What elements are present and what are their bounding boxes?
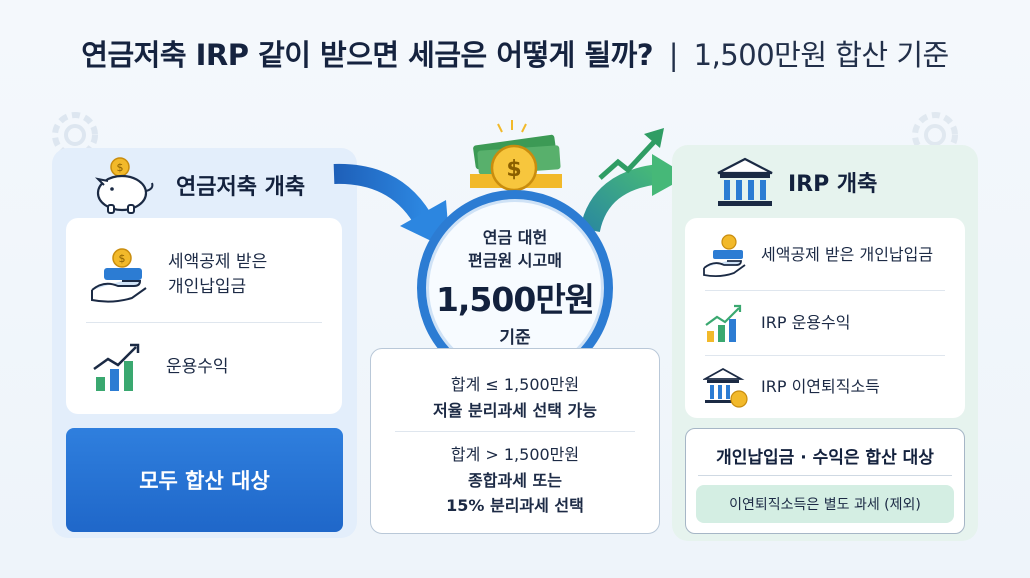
list-item: IRP 이연퇴직소득 [685, 357, 965, 417]
ring-line2: 편금원 시고매 [468, 251, 562, 270]
title-separator: | [668, 38, 679, 72]
left-items-card: $ 세액공제 받은 개인납입금 운용수익 [66, 218, 342, 414]
tax-rule-card: 합계 ≤ 1,500만원 저율 분리과세 선택 가능 합계 > 1,500만원 … [370, 348, 660, 534]
right-summary-box: 개인납입금 · 수익은 합산 대상 이연퇴직소득은 별도 과세 (제외) [685, 428, 965, 534]
growth-chart-icon [93, 343, 140, 391]
right-item-deferred-retirement-income: IRP 이연퇴직소득 [761, 377, 880, 397]
right-panel-header: IRP 개축 [714, 145, 877, 219]
left-panel-header: $ 연금저축 개축 [92, 148, 305, 222]
svg-text:$: $ [117, 161, 124, 174]
bank-icon [717, 157, 773, 206]
right-item-personal-contribution: 세액공제 받은 개인납입금 [761, 245, 934, 265]
arrow-right-green-icon [580, 128, 688, 233]
divider [86, 322, 322, 323]
left-result-box: 모두 합산 대상 [66, 428, 343, 532]
svg-text:$: $ [506, 157, 521, 182]
case2-result-line1: 종합과세 또는 [468, 471, 562, 490]
case1-result: 저율 분리과세 선택 가능 [433, 401, 597, 420]
ring-line1: 연금 대헌 [482, 228, 548, 247]
divider [698, 475, 952, 476]
right-items-card: 세액공제 받은 개인납입금 IRP 운용수익 [685, 218, 965, 418]
left-item-personal-contribution: 세액공제 받은 개인납입금 [168, 252, 268, 297]
list-item: IRP 운용수익 [685, 292, 965, 354]
hand-coin-icon: $ [91, 248, 147, 303]
left-panel-heading: 연금저축 개축 [176, 175, 306, 200]
right-item-irp-return: IRP 운용수익 [761, 313, 851, 333]
left-item-investment-return: 운용수익 [166, 356, 229, 377]
case2-condition: 합계 > 1,500만원 [450, 445, 580, 464]
right-panel-irp: IRP 개축 세액공제 받은 개인납입금 IRP 운용수익 [672, 145, 978, 541]
right-panel-heading: IRP 개축 [788, 172, 878, 197]
page-title: 연금저축 IRP 같이 받으면 세금은 어떻게 될까? | 1,500만원 합산… [0, 32, 1030, 74]
divider [705, 290, 945, 291]
bank-coin-icon [703, 367, 748, 408]
right-summary-title: 개인납입금 · 수익은 합산 대상 [716, 448, 934, 468]
divider [395, 431, 635, 432]
hand-coin-icon [703, 234, 746, 278]
growth-chart-icon [705, 304, 742, 342]
divider [705, 355, 945, 356]
money-coin-stack-icon: $ [470, 120, 562, 192]
title-subtitle: 1,500만원 합산 기준 [693, 38, 950, 72]
svg-text:$: $ [119, 252, 126, 265]
list-item: 운용수익 [66, 328, 342, 406]
title-main: 연금저축 IRP 같이 받으면 세금은 어떻게 될까? [81, 38, 654, 72]
ring-amount: 1,500만원 [435, 280, 595, 319]
piggy-bank-icon: $ [94, 157, 154, 214]
list-item: 세액공제 받은 개인납입금 [685, 222, 965, 288]
case2-result-line2: 15% 분리과세 선택 [446, 496, 584, 515]
case1-condition: 합계 ≤ 1,500만원 [450, 375, 580, 394]
right-summary-note: 이연퇴직소득은 별도 과세 (제외) [696, 485, 954, 523]
ring-line3: 기준 [499, 328, 531, 348]
left-panel-pension-savings: $ 연금저축 개축 $ 세액공제 받은 개인납입금 [52, 148, 357, 538]
list-item: $ 세액공제 받은 개인납입금 [66, 232, 342, 318]
